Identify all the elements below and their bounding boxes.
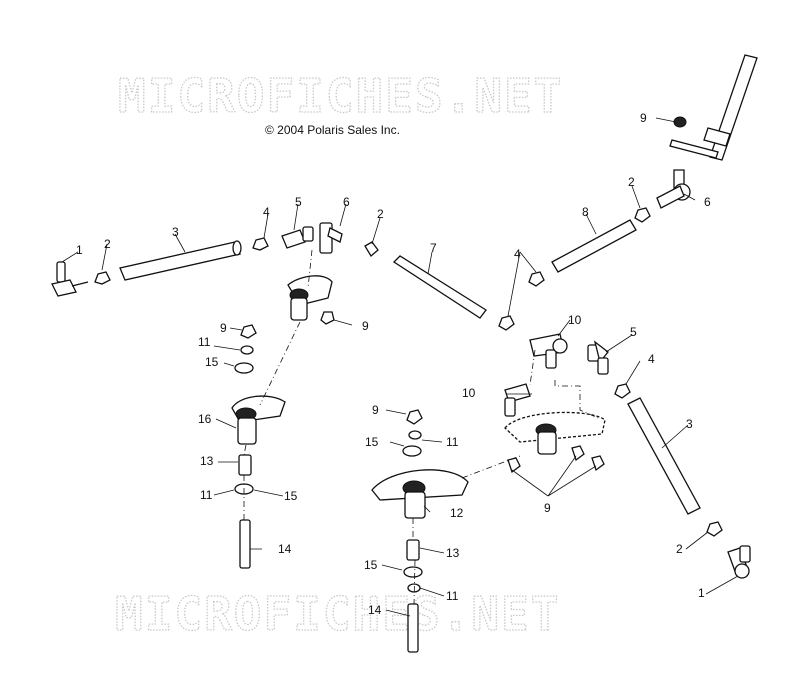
copyright-text: © 2004 Polaris Sales Inc. (265, 123, 400, 137)
tie-rod-right-lower (627, 397, 701, 515)
callout-15-middle-lower: 15 (364, 558, 378, 572)
callout-1-left: 1 (76, 243, 83, 257)
callout-9-center-plate: 9 (544, 501, 551, 515)
callout-14-middle: 14 (368, 603, 382, 617)
tie-rod-end-6 (327, 227, 343, 243)
idler-arm-center (504, 411, 606, 474)
callout-9-middle-stack: 9 (372, 403, 379, 417)
callout-11-left-lower: 11 (200, 488, 213, 502)
callout-2-left: 2 (104, 237, 111, 251)
jam-nut-center (364, 241, 379, 257)
callout-7: 7 (430, 241, 437, 255)
middle-hardware-stack (371, 409, 469, 653)
callout-14-left: 14 (278, 542, 292, 556)
jam-nut-left-inner (252, 237, 269, 251)
callout-3-right: 3 (686, 417, 693, 431)
tie-rod-center (392, 255, 487, 319)
jam-nut-right-lower-end (706, 521, 723, 537)
callout-13-left: 13 (200, 454, 214, 468)
callout-11-middle-lower: 11 (446, 589, 459, 603)
callout-13-middle: 13 (446, 546, 460, 560)
callout-12: 12 (450, 506, 464, 520)
pitman-arm-upper (287, 275, 335, 325)
callout-4-left: 4 (263, 205, 270, 219)
jam-nut-center-right (498, 315, 515, 331)
callout-5-left: 5 (295, 195, 302, 209)
jam-nut-right-a (528, 271, 545, 287)
callout-15-middle-stack: 15 (365, 435, 379, 449)
callout-11-left-stack: 11 (198, 335, 211, 349)
callout-10-lower: 10 (462, 386, 476, 400)
callout-6-left: 6 (343, 195, 350, 209)
watermark-bottom: MICROFICHES.NET (115, 587, 560, 641)
tie-rod-right-upper (551, 219, 637, 273)
callout-4-right: 4 (648, 352, 655, 366)
callout-6-right: 6 (704, 195, 711, 209)
watermark-top: MICROFICHES.NET (118, 69, 563, 123)
callout-2-right-upper: 2 (628, 175, 635, 189)
callout-4-center: 4 (514, 247, 521, 261)
leader-lines (61, 117, 739, 617)
left-hardware-stack (231, 324, 286, 569)
callout-5-right: 5 (630, 325, 637, 339)
tie-rod-end-center (529, 333, 568, 369)
callout-9-upper-left: 9 (362, 319, 369, 333)
callout-11-middle-stack: 11 (446, 435, 459, 449)
callout-8: 8 (582, 205, 589, 219)
callout-9-left-stack: 9 (220, 321, 227, 335)
callout-2-right-lower: 2 (676, 542, 683, 556)
jam-nut-right-b (634, 207, 651, 223)
callout-10-upper: 10 (568, 313, 582, 327)
tie-rod-end-right-lower (587, 340, 609, 375)
tie-rod-end-right-upper (656, 185, 685, 209)
callout-3-left: 3 (172, 225, 179, 239)
steering-column (669, 54, 758, 201)
callout-15-left-stack: 15 (205, 355, 219, 369)
callout-15-left-lower: 15 (284, 489, 298, 503)
tie-rod-left (119, 241, 241, 281)
tie-rod-end-right (727, 545, 751, 579)
tie-rod-end-left (51, 261, 89, 297)
bolt-center (504, 383, 531, 417)
jam-nut-right-lower (614, 383, 631, 399)
tie-rod-end-left-inner (281, 229, 306, 249)
callout-9-column: 9 (640, 111, 647, 125)
callout-1-right: 1 (698, 586, 705, 600)
callout-2-center: 2 (377, 207, 384, 221)
jam-nut-left (94, 271, 111, 285)
callout-16: 16 (198, 412, 212, 426)
